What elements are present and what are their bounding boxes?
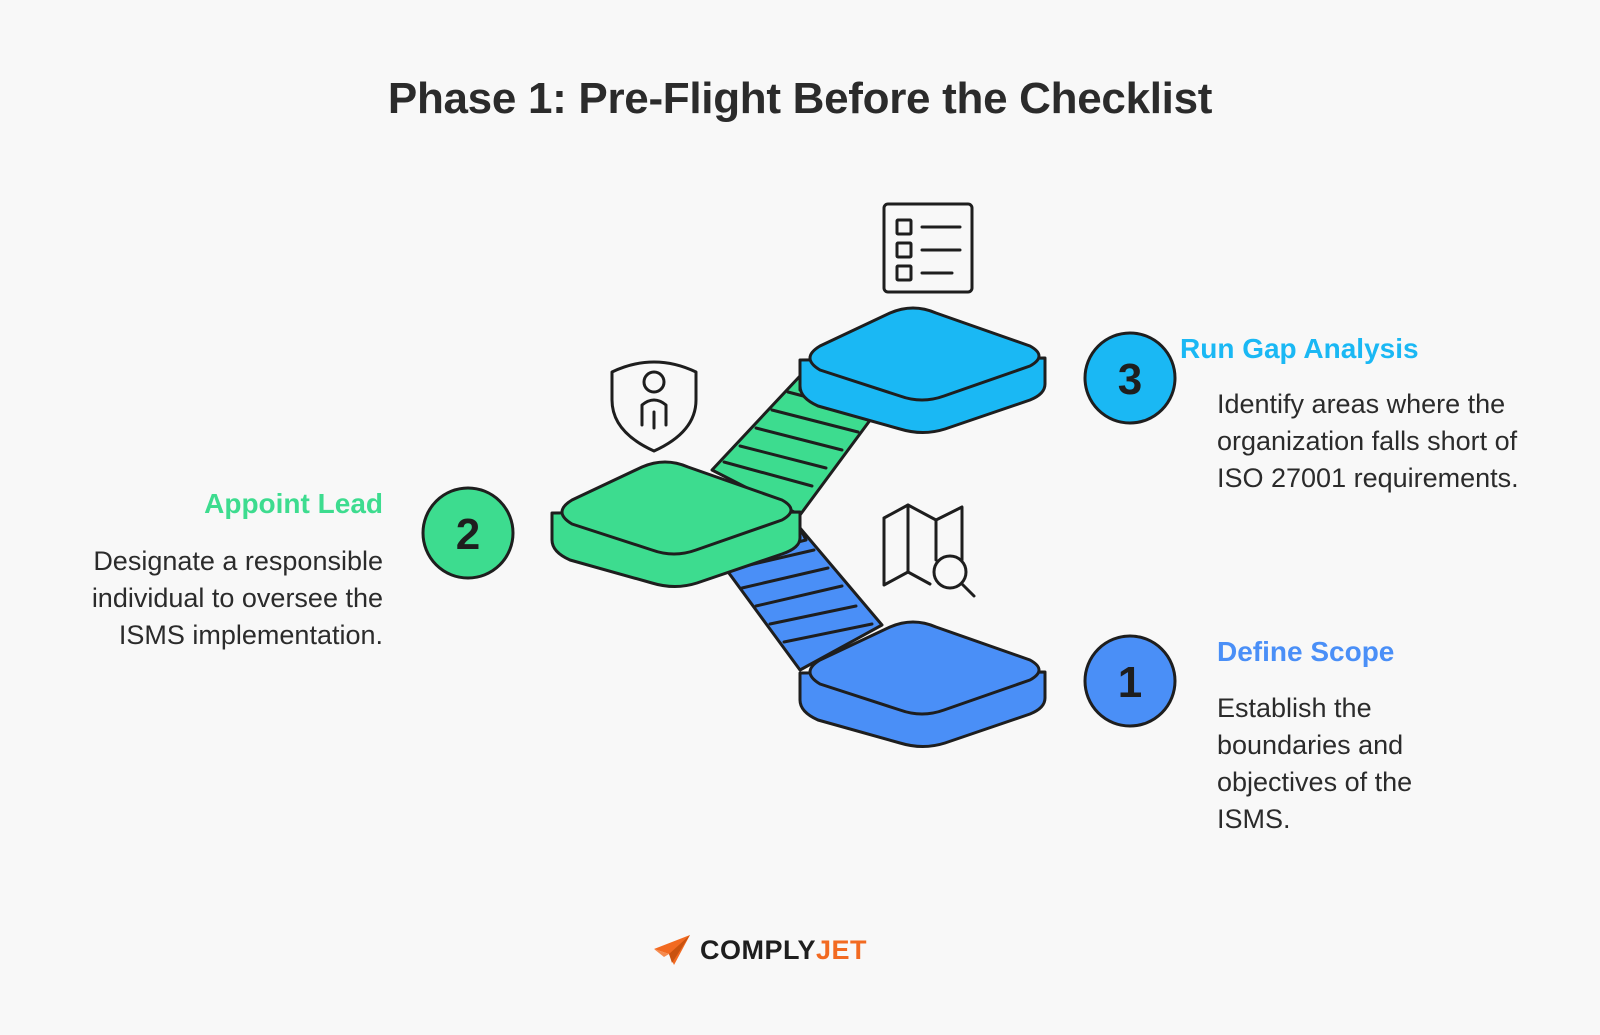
step-badge-3: 3 [1083, 331, 1177, 425]
step-number-3: 3 [1118, 355, 1142, 404]
brand-logo: COMPLYJET [652, 930, 867, 970]
step-title-2: Appoint Lead [204, 488, 383, 519]
platform-1 [798, 620, 1047, 748]
step-badge-2: 2 [421, 486, 515, 580]
step-title-1: Define Scope [1217, 636, 1395, 667]
platform-3 [798, 306, 1047, 434]
step-badge-1: 1 [1083, 634, 1177, 728]
step-desc-2: Designate a responsible individual to ov… [91, 546, 383, 650]
step-desc-3: Identify areas where the organization fa… [1217, 389, 1519, 493]
step-number-1: 1 [1118, 658, 1142, 707]
checklist-icon [882, 202, 974, 294]
step-title-3: Run Gap Analysis [1180, 333, 1419, 364]
map-search-icon [882, 503, 976, 598]
brand-name-part1: COMPLY [700, 934, 817, 965]
step-number-2: 2 [456, 510, 480, 559]
step-desc-1: Establish the boundaries and objectives … [1217, 693, 1413, 834]
shield-person-icon [610, 360, 698, 453]
brand-name-part2: JET [816, 934, 868, 965]
paper-plane-icon [654, 935, 690, 965]
platform-2 [550, 460, 802, 588]
page-title: Phase 1: Pre-Flight Before the Checklist [387, 74, 1213, 123]
brand-name: COMPLYJET [700, 935, 867, 966]
